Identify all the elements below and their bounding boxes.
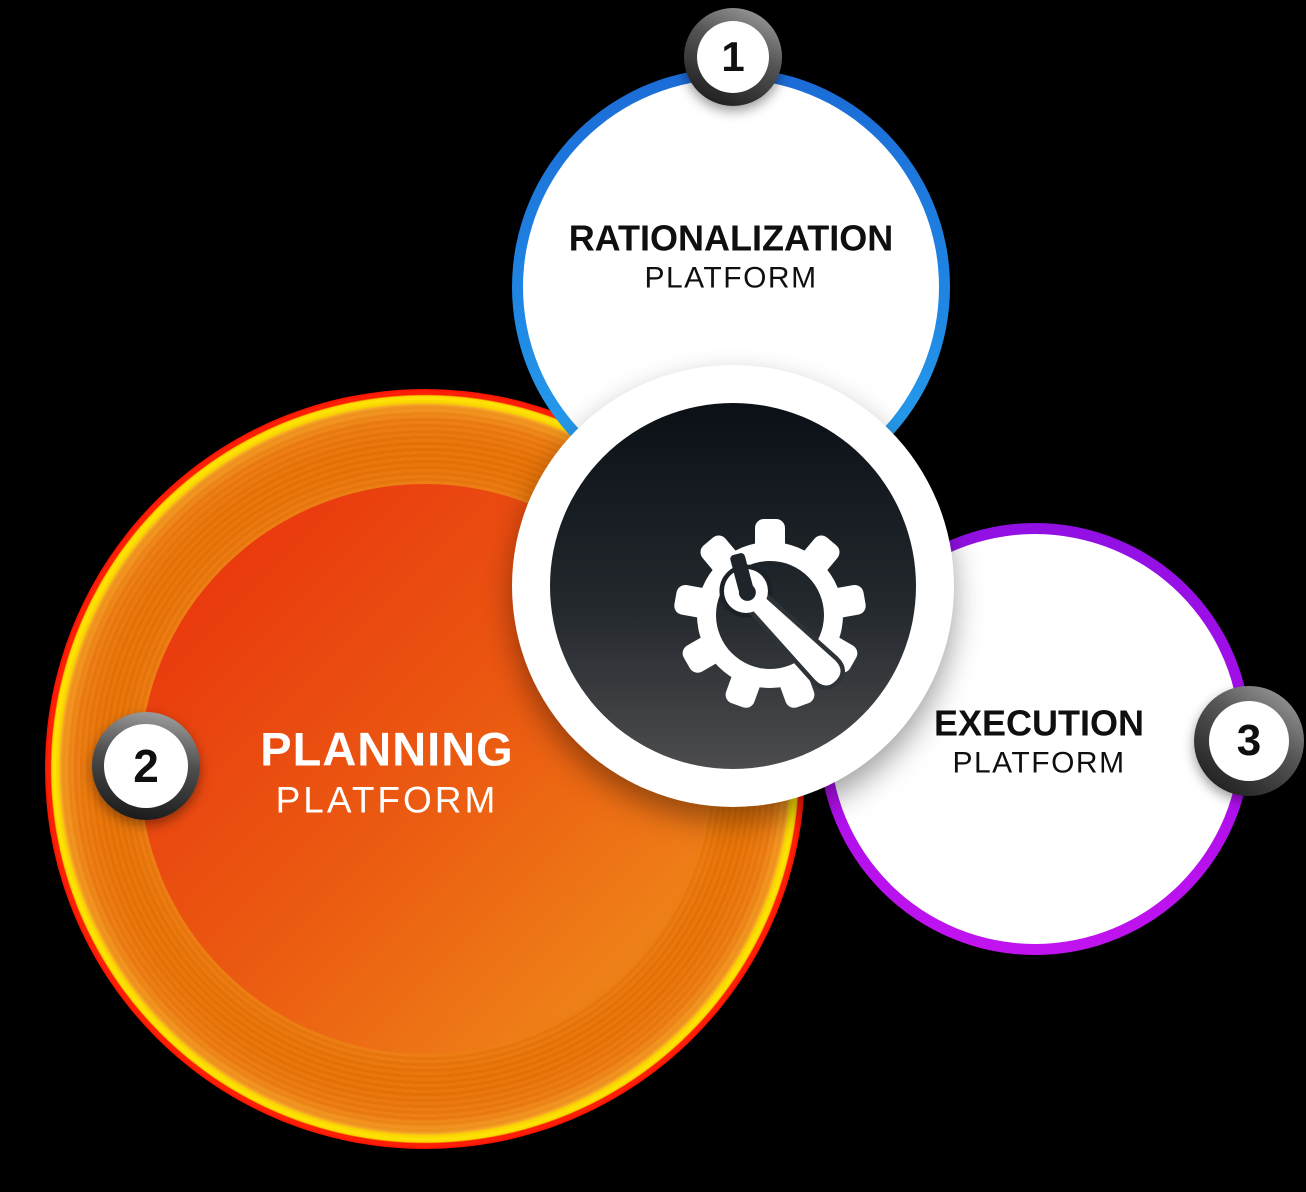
hub-circle — [512, 365, 954, 807]
badge-2: 2 — [92, 712, 200, 820]
hub-dark-disc — [550, 403, 916, 769]
badge-3-number: 3 — [1236, 716, 1262, 765]
execution-title: EXECUTION — [933, 702, 1145, 744]
badge-3-inner — [1209, 701, 1289, 781]
gear-wrench-icon — [670, 515, 870, 715]
execution-text-block: EXECUTION PLATFORM — [933, 702, 1145, 780]
planning-subtitle: PLATFORM — [275, 779, 499, 821]
rationalization-title: RATIONALIZATION — [568, 217, 894, 259]
rationalization-subtitle: PLATFORM — [644, 261, 818, 295]
badge-1-inner — [697, 21, 769, 93]
badge-1-number: 1 — [721, 33, 745, 80]
badge-2-inner — [104, 724, 188, 808]
planning-text-block: PLANNING PLATFORM — [260, 726, 513, 819]
badge-3: 3 — [1194, 686, 1304, 796]
badge-2-number: 2 — [133, 740, 159, 792]
badge-1: 1 — [684, 8, 782, 106]
rationalization-text-block: RATIONALIZATION PLATFORM — [568, 217, 894, 295]
execution-subtitle: PLATFORM — [952, 746, 1126, 780]
planning-title: PLANNING — [260, 722, 514, 776]
